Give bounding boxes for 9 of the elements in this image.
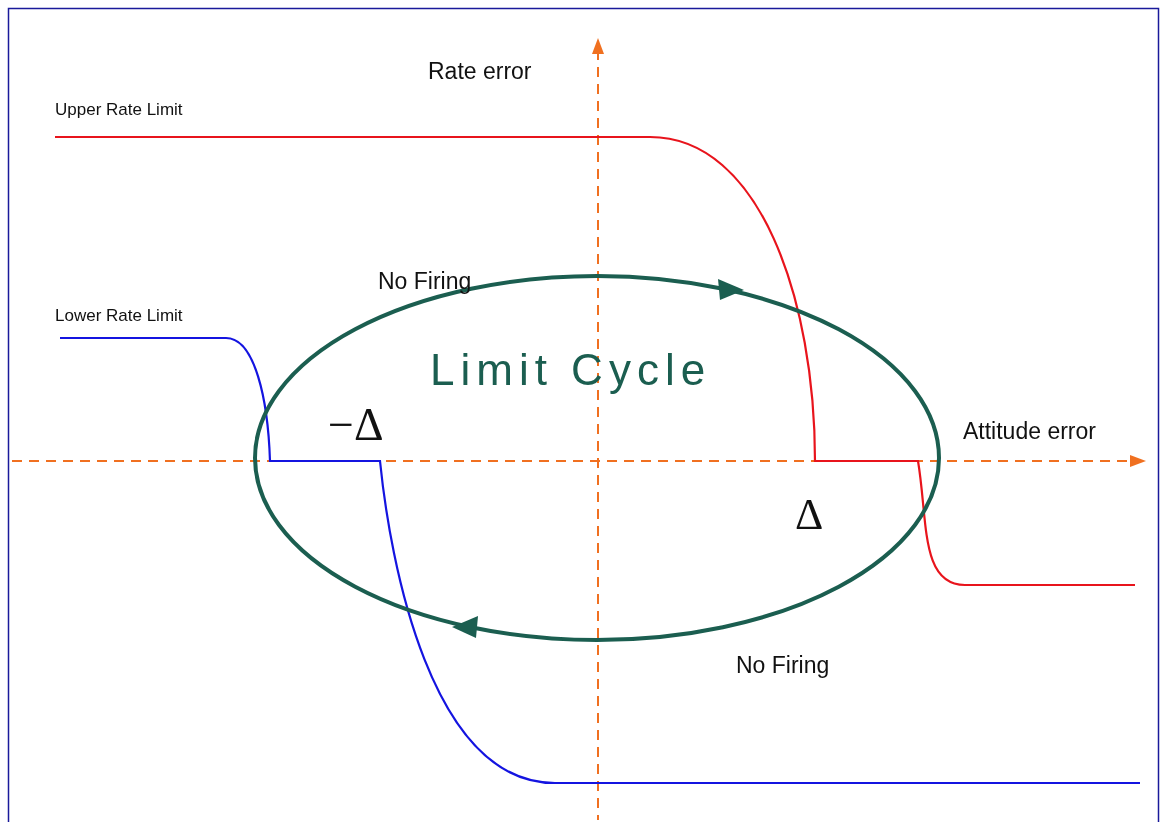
curve-label: Upper Rate Limit bbox=[55, 101, 183, 118]
axis-label: Rate error bbox=[428, 60, 532, 83]
axis-label: Attitude error bbox=[963, 420, 1096, 443]
curve-label: Lower Rate Limit bbox=[55, 307, 183, 324]
region-label: No Firing bbox=[736, 654, 830, 677]
threshold-label: Δ bbox=[795, 493, 824, 537]
threshold-label: −Δ bbox=[328, 402, 384, 448]
cycle-label: Limit Cycle bbox=[430, 348, 712, 392]
region-label: No Firing bbox=[378, 270, 472, 293]
